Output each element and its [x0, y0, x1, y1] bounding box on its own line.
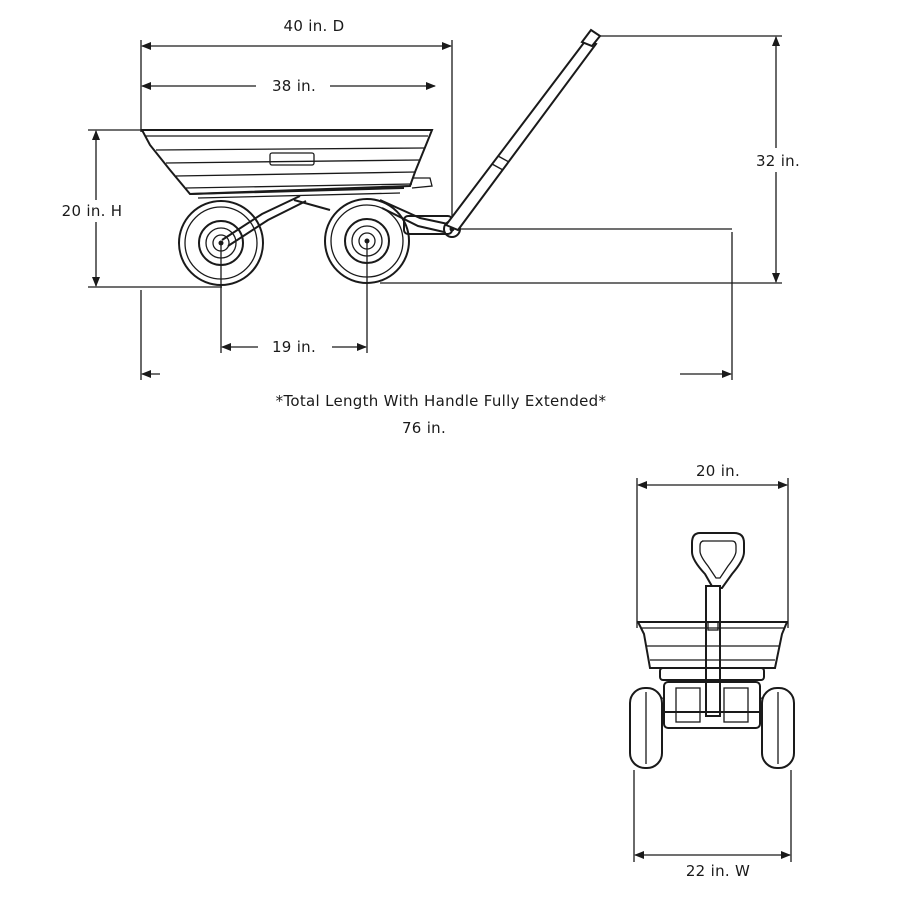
bed-length-dimension: 38 in.: [141, 76, 436, 96]
depth-dimension: 40 in. D: [140, 14, 453, 228]
rear-handle: [691, 532, 745, 717]
top-width-dimension: 20 in.: [636, 459, 789, 628]
rear-bed: [636, 621, 789, 669]
rear-view: 20 in.: [629, 459, 795, 880]
rear-right-wheel: [761, 687, 795, 769]
depth-label: 40 in. D: [283, 17, 344, 35]
wagon-bed: [140, 129, 434, 199]
top-width-label: 20 in.: [696, 462, 740, 480]
overall-width-label: 22 in. W: [686, 862, 750, 880]
overall-width-dimension: 22 in. W: [633, 770, 792, 880]
height-dimension: 20 in. H: [46, 129, 222, 288]
wheelbase-label: 19 in.: [272, 338, 316, 356]
wagon-handle: [444, 28, 602, 232]
wheelbase-dimension: 19 in.: [220, 241, 368, 358]
handle-height-dimension: 32 in.: [380, 35, 814, 284]
handle-height-label: 32 in.: [756, 152, 800, 170]
rear-left-wheel: [629, 687, 663, 769]
bed-length-label: 38 in.: [272, 77, 316, 95]
total-length-dimension: *Total Length With Handle Fully Extended…: [140, 232, 733, 437]
side-view: 40 in. D 38 in. 20 in. H 32 in.: [46, 14, 814, 437]
total-length-note: *Total Length With Handle Fully Extended…: [276, 392, 607, 410]
total-length-value: 76 in.: [402, 419, 446, 437]
height-label: 20 in. H: [62, 202, 123, 220]
